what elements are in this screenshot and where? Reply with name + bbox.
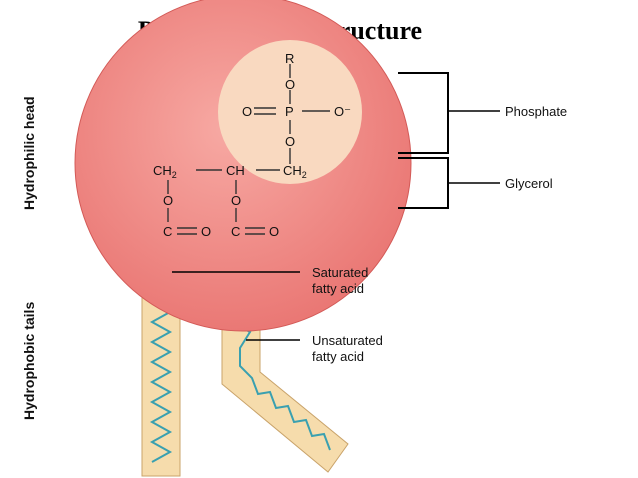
ester-o-left: O <box>163 193 173 208</box>
carbonyl-o-right: O <box>269 224 279 239</box>
carbonyl-c-left: C <box>163 224 172 239</box>
saturated-label-line1: Saturated <box>312 265 368 280</box>
unsaturated-label-line2: fatty acid <box>312 349 364 364</box>
unsaturated-label-line1: Unsaturated <box>312 333 383 348</box>
phosphate-bracket <box>398 72 500 154</box>
glycerol-bracket <box>398 157 500 209</box>
phosphate-group-circle <box>218 40 362 184</box>
atom-p: P <box>285 104 294 119</box>
atom-labels: R O O P O⁻ O CH2 CH CH2 O O C O C O <box>153 51 351 239</box>
glycerol-label: Glycerol <box>505 176 553 191</box>
carbonyl-o-left: O <box>201 224 211 239</box>
ester-o-right: O <box>231 193 241 208</box>
glycerol-ch2-right: CH2 <box>283 163 307 180</box>
hydrophilic-head-label: Hydrophilic head <box>21 96 37 210</box>
glycerol-ch2-left: CH2 <box>153 163 177 180</box>
atom-o-double: O <box>242 104 252 119</box>
atom-r: R <box>285 51 294 66</box>
hydrophobic-tails-label: Hydrophobic tails <box>21 302 37 420</box>
atom-o-minus: O⁻ <box>334 104 351 119</box>
chemical-bonds <box>167 64 330 235</box>
phosphate-label: Phosphate <box>505 104 567 119</box>
saturated-label-line2: fatty acid <box>312 281 364 296</box>
carbonyl-c-right: C <box>231 224 240 239</box>
atom-o-top: O <box>285 77 295 92</box>
atom-o-bottom: O <box>285 134 295 149</box>
glycerol-ch: CH <box>226 163 245 178</box>
